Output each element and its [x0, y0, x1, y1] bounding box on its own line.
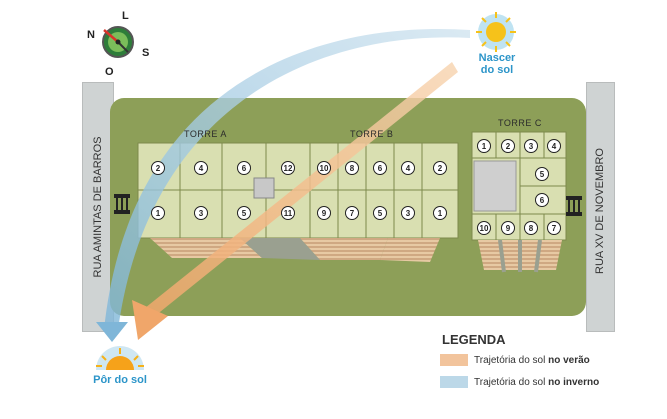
legend-winter-text: Trajetória do sol no inverno [474, 377, 599, 388]
unit-marker: 5 [373, 206, 387, 220]
unit-marker: 1 [433, 206, 447, 220]
unit-marker: 5 [535, 167, 549, 181]
legend-summer-bold: no verão [548, 355, 590, 366]
unit-marker: 2 [433, 161, 447, 175]
sunrise-sun-icon [476, 12, 516, 52]
unit-marker: 10 [477, 221, 491, 235]
unit-marker: 6 [237, 161, 251, 175]
winter-arrow-head [96, 322, 128, 342]
unit-marker: 7 [345, 206, 359, 220]
legend-summer-text: Trajetória do sol no verão [474, 355, 590, 366]
unit-marker: 10 [317, 161, 331, 175]
unit-marker: 3 [401, 206, 415, 220]
legend-summer-plain: Trajetória do sol [474, 355, 549, 366]
unit-marker: 9 [501, 221, 515, 235]
compass-icon [102, 26, 134, 58]
unit-marker: 3 [524, 139, 538, 153]
unit-marker: 11 [281, 206, 295, 220]
street-right-name: RUA XV DE NOVEMBRO [594, 148, 606, 274]
legend-summer-swatch [440, 354, 468, 366]
gate-right-icon [566, 196, 582, 216]
unit-marker: 7 [547, 221, 561, 235]
unit-marker: 12 [281, 161, 295, 175]
legend-title: LEGENDA [442, 332, 506, 347]
unit-marker: 8 [345, 161, 359, 175]
compass-o: O [105, 66, 114, 78]
unit-marker: 1 [477, 139, 491, 153]
street-left [82, 82, 114, 332]
unit-marker: 6 [373, 161, 387, 175]
sunset-sun-icon [96, 346, 144, 370]
compass-s: S [142, 47, 150, 59]
legend-winter-swatch [440, 376, 468, 388]
compass-l: L [122, 10, 129, 22]
unit-marker: 5 [237, 206, 251, 220]
unit-marker: 2 [501, 139, 515, 153]
legend-winter-plain: Trajetória do sol [474, 377, 549, 388]
unit-marker: 1 [151, 206, 165, 220]
sunrise-label: Nascer do sol [470, 52, 524, 76]
summer-arrow-head [132, 300, 168, 340]
unit-marker: 6 [535, 193, 549, 207]
tower-c-building [471, 131, 567, 273]
unit-marker: 3 [194, 206, 208, 220]
unit-marker: 8 [524, 221, 538, 235]
unit-marker: 4 [194, 161, 208, 175]
summer-sun-path [140, 62, 458, 320]
tower-a-label: TORRE A [184, 129, 227, 139]
legend-winter-bold: no inverno [548, 377, 600, 388]
sunrise-line1: Nascer [478, 52, 516, 64]
unit-marker: 9 [317, 206, 331, 220]
gate-left-icon [114, 194, 130, 214]
sunrise-line2: do sol [480, 64, 514, 76]
unit-marker: 4 [547, 139, 561, 153]
unit-marker: 4 [401, 161, 415, 175]
street-right [586, 82, 615, 332]
unit-marker: 2 [151, 161, 165, 175]
street-left-name: RUA AMINTAS DE BARROS [92, 136, 104, 278]
tower-b-label: TORRE B [350, 129, 394, 139]
compass-n: N [87, 29, 95, 41]
tower-c-label: TORRE C [498, 118, 542, 128]
sunset-label: Pôr do sol [93, 374, 147, 386]
